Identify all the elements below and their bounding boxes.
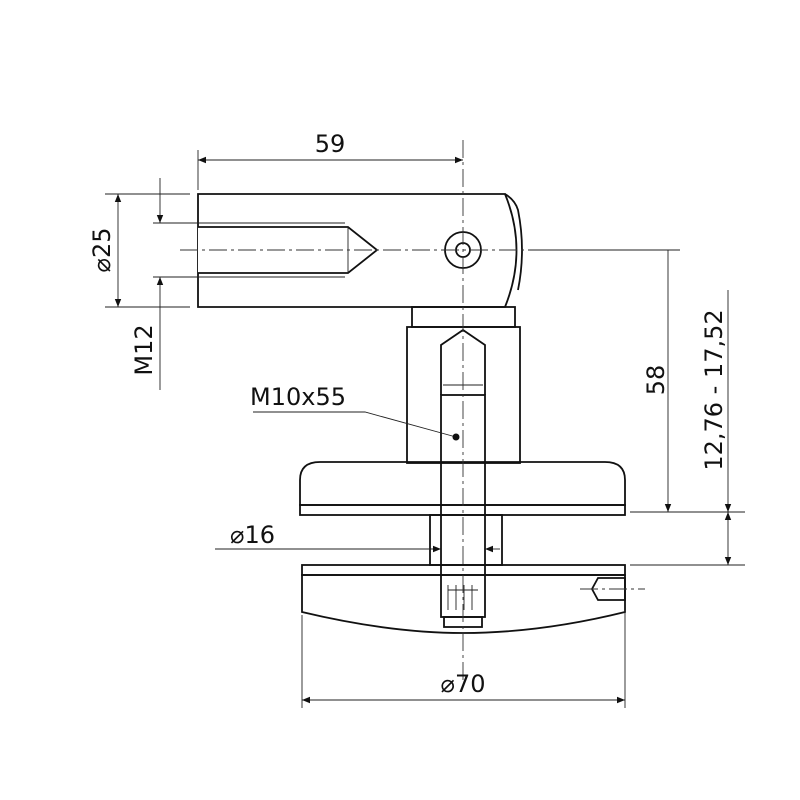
dim-bolt: M10x55 (250, 383, 460, 441)
lower-disc (301, 564, 645, 634)
dim-diameter-disc: ⌀70 (301, 610, 626, 708)
dim-diameter-sleeve: ⌀16 (215, 521, 500, 553)
svg-text:M10x55: M10x55 (250, 383, 346, 411)
dim-glass-thickness: 12,76 - 17,52 (630, 290, 745, 566)
svg-text:12,76 - 17,52: 12,76 - 17,52 (700, 309, 728, 470)
svg-text:M12: M12 (130, 324, 158, 375)
svg-text:⌀16: ⌀16 (230, 521, 275, 549)
svg-text:58: 58 (642, 365, 670, 396)
upper-disc (299, 461, 626, 516)
column (406, 306, 521, 464)
dim-diameter-block: ⌀25 (88, 193, 190, 308)
svg-text:59: 59 (315, 130, 346, 158)
dim-height: 58 (530, 249, 745, 513)
set-screw (590, 577, 626, 601)
top-block (153, 193, 523, 308)
dim-length: 59 (197, 130, 463, 190)
svg-text:⌀70: ⌀70 (441, 670, 486, 698)
dim-thread-block: M12 (130, 178, 164, 390)
svg-text:⌀25: ⌀25 (88, 228, 116, 273)
